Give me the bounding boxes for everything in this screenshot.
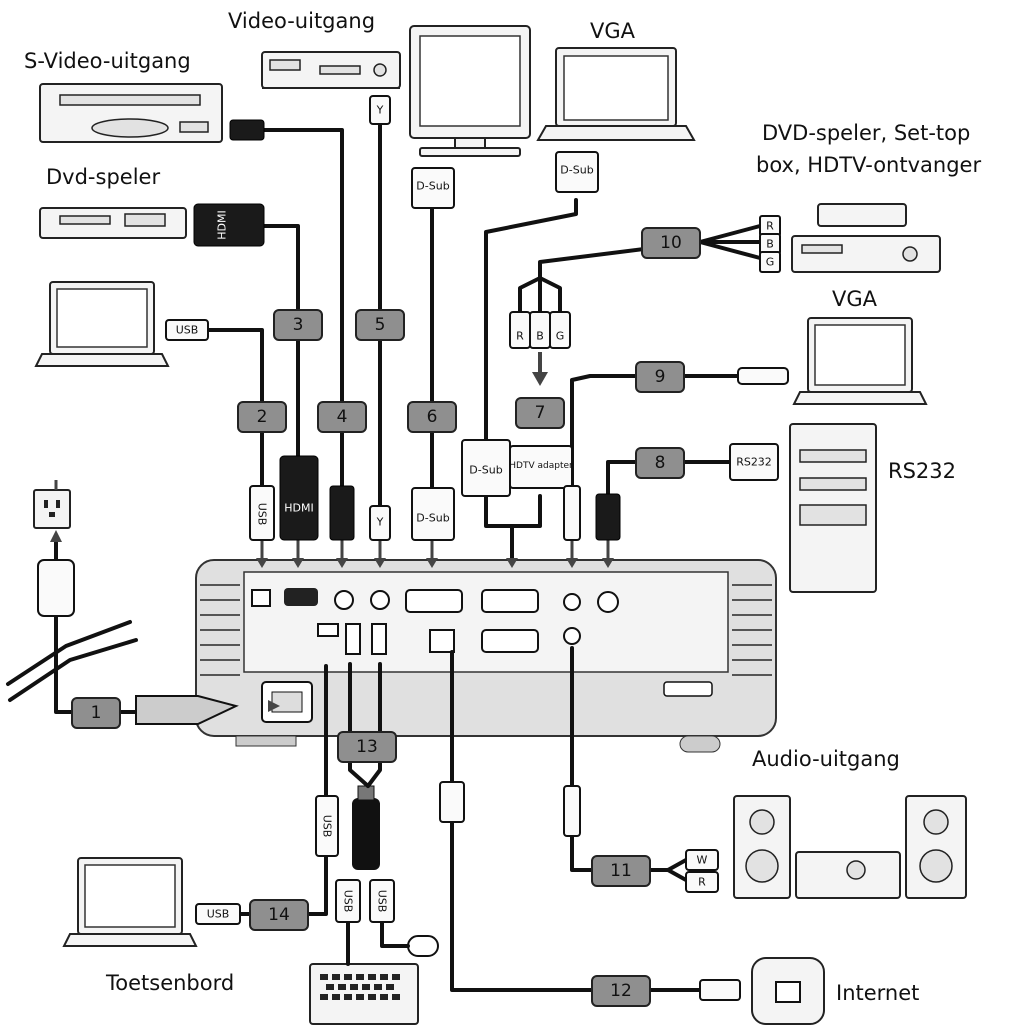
usb-projector-label: USB <box>256 503 269 526</box>
component-r-down-label: R <box>516 330 524 343</box>
svg-text:6: 6 <box>427 407 438 427</box>
vga-laptop-top-device <box>536 47 696 141</box>
svg-text:3: 3 <box>293 315 304 335</box>
usb-keyboard-plug-label: USB <box>342 890 355 913</box>
label-audio-out: Audio-uitgang <box>752 747 900 771</box>
badge-14: 14 <box>249 899 309 931</box>
dsub-lower-left-label: D-Sub <box>469 464 502 477</box>
label-vga-right: VGA <box>832 287 878 311</box>
badge-8: 8 <box>635 447 685 479</box>
usb-laptop-bottom-device <box>62 857 198 947</box>
svg-text:2: 2 <box>257 407 268 427</box>
hdtv-adapter-label: HDTV adapter <box>509 461 573 471</box>
label-svideo-out: S-Video-uitgang <box>24 49 191 73</box>
label-dvd-settop-line2: box, HDTV-ontvanger <box>756 153 981 177</box>
svg-text:13: 13 <box>356 737 378 757</box>
svg-text:9: 9 <box>655 367 666 387</box>
dvd-player-device <box>39 207 187 239</box>
dsub-monitor-label: D-Sub <box>416 180 449 193</box>
badge-2: 2 <box>237 401 287 433</box>
badge-12: 12 <box>591 975 651 1007</box>
usb-flash-drive <box>352 785 380 870</box>
svg-text:4: 4 <box>337 407 348 427</box>
video-player-device <box>261 51 401 89</box>
dsub-laptop-label: D-Sub <box>560 164 593 177</box>
label-dvd-settop-line1: DVD-speler, Set-top <box>762 121 970 145</box>
component-g-down-label: G <box>556 330 565 343</box>
badge-5: 5 <box>355 309 405 341</box>
component-b-down-label: B <box>536 330 544 343</box>
badge-3: 3 <box>273 309 323 341</box>
svg-text:14: 14 <box>268 905 290 925</box>
usb-laptop-device <box>34 281 170 367</box>
svg-text:11: 11 <box>610 861 632 881</box>
monitor-device <box>409 25 531 157</box>
mouse-device <box>407 935 439 957</box>
vga-laptop-right-device <box>792 317 928 405</box>
projector-body <box>195 559 777 753</box>
pc-tower-device <box>789 423 877 593</box>
label-video-out: Video-uitgang <box>228 9 375 33</box>
label-vga-top: VGA <box>590 19 636 43</box>
svg-text:7: 7 <box>535 403 546 423</box>
badge-9: 9 <box>635 361 685 393</box>
keyboard-device <box>309 963 419 1025</box>
rs232-plug-label: RS232 <box>736 456 772 469</box>
wall-outlet-device <box>33 489 71 529</box>
hdmi-plug-top-label: HDMI <box>216 210 229 239</box>
usb-plug-left-label: USB <box>176 324 199 337</box>
component-b-right-label: B <box>766 238 774 251</box>
label-dvd-player: Dvd-speler <box>46 165 160 189</box>
badge-6: 6 <box>407 401 457 433</box>
usb-mouse-plug-label: USB <box>376 890 389 913</box>
y-plug-projector-label: Y <box>376 516 384 529</box>
svg-text:1: 1 <box>91 703 102 723</box>
usb-laptop-bottom-label: USB <box>207 908 230 921</box>
speakers-device <box>733 795 967 899</box>
badge-10: 10 <box>641 227 701 259</box>
svg-text:8: 8 <box>655 453 666 473</box>
badge-13: 13 <box>337 731 397 763</box>
label-keyboard: Toetsenbord <box>105 971 234 995</box>
svideo-player-device <box>39 83 223 143</box>
audio-r-plug-label: R <box>698 876 706 889</box>
y-plug-top-label: Y <box>376 104 384 117</box>
badge-7: 7 <box>515 397 565 429</box>
dsub-projector-label: D-Sub <box>416 512 449 525</box>
svg-text:12: 12 <box>610 981 632 1001</box>
label-internet: Internet <box>836 981 919 1005</box>
badge-11: 11 <box>591 855 651 887</box>
svg-text:10: 10 <box>660 233 682 253</box>
label-rs232: RS232 <box>888 459 956 483</box>
component-r-right-label: R <box>766 220 774 233</box>
hdmi-projector-label: HDMI <box>284 502 313 515</box>
connectors: Y HDMI USB D-Sub D-Sub R B G R B G D-Sub… <box>37 95 789 1001</box>
badge-1: 1 <box>71 697 121 729</box>
cables <box>6 112 762 992</box>
badge-4: 4 <box>317 401 367 433</box>
settop-box-device <box>791 203 941 273</box>
internet-jack-device <box>751 957 825 1025</box>
svg-text:5: 5 <box>375 315 386 335</box>
component-g-right-label: G <box>766 256 775 269</box>
usb-mini-plug-label: USB <box>321 815 334 838</box>
audio-w-plug-label: W <box>697 854 708 867</box>
